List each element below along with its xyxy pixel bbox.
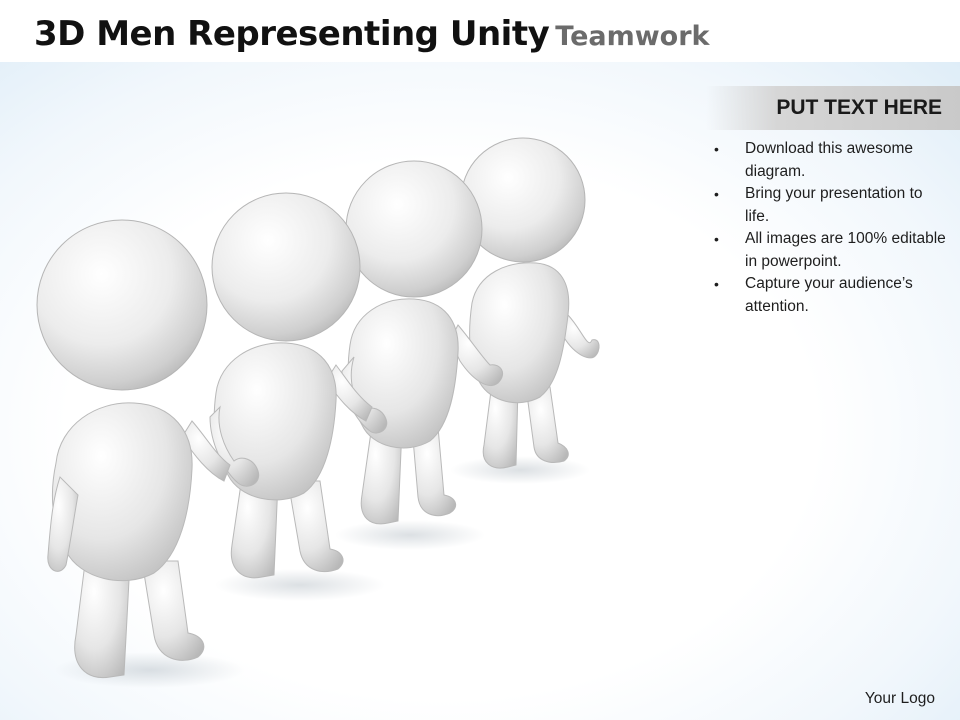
slide-subtitle: Teamwork: [555, 21, 710, 52]
figure-3: [335, 160, 503, 550]
figure-1: [36, 219, 245, 688]
figure-2: [209, 192, 385, 601]
bullet-item: Capture your audience’s attention.: [712, 273, 948, 318]
bullet-item: All images are 100% editable in powerpoi…: [712, 228, 948, 273]
text-header: PUT TEXT HERE: [776, 96, 942, 119]
bullet-item: Download this awesome diagram.: [712, 138, 948, 183]
logo-text: Your Logo: [864, 690, 935, 707]
four-3d-men-holding-hands-icon: [36, 137, 600, 688]
bullet-list: Download this awesome diagram. Bring you…: [712, 138, 948, 318]
bullet-item: Bring your presentation to life.: [712, 183, 948, 228]
text-header-bar: PUT TEXT HERE: [706, 86, 960, 130]
slide-title-main: 3D Men Representing Unity: [34, 14, 550, 54]
figure-4: [450, 137, 600, 484]
